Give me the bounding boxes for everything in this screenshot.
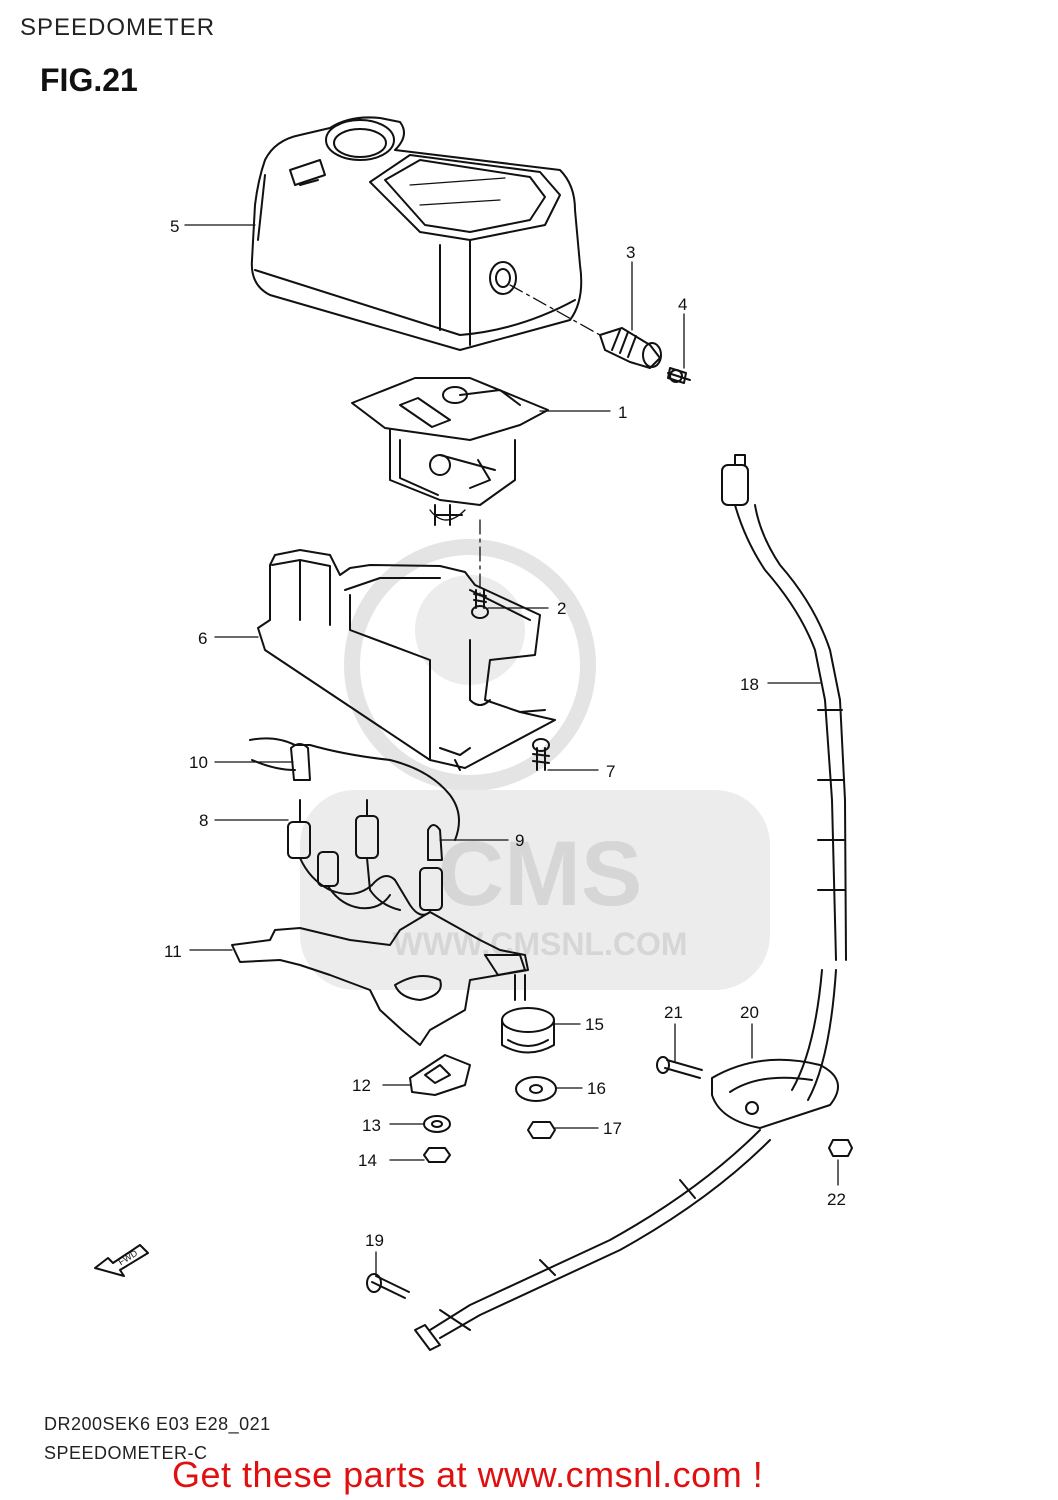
washer-part-16: [515, 1076, 557, 1102]
callout-2: 2: [557, 599, 566, 618]
callout-18: 18: [740, 675, 759, 694]
callout-22: 22: [827, 1190, 846, 1209]
screw-part-4: [667, 367, 691, 384]
callout-4: 4: [678, 295, 687, 314]
callout-10: 10: [189, 753, 208, 772]
fwd-arrow-icon: [94, 1244, 149, 1277]
speedometer-cable-part-18: [414, 454, 847, 1351]
bolt-part-21: [656, 1056, 703, 1079]
clamp-part-12: [409, 1054, 471, 1096]
callout-3: 3: [626, 243, 635, 262]
socket-harness-part-8: [287, 799, 443, 916]
washer-part-13: [423, 1115, 451, 1133]
callout-11: 11: [164, 942, 182, 961]
callout-7: 7: [606, 762, 615, 781]
callout-6: 6: [198, 629, 207, 648]
watermark-badge: [300, 790, 770, 990]
diagram-subtitle: SPEEDOMETER-C: [44, 1443, 208, 1463]
callout-19: 19: [365, 1231, 384, 1250]
callout-20: 20: [740, 1003, 759, 1022]
callout-9: 9: [515, 831, 524, 850]
callout-21: 21: [664, 1003, 683, 1022]
nut-part-14: [423, 1147, 451, 1163]
callout-14: 14: [358, 1151, 377, 1170]
bulb-part-9: [427, 824, 443, 861]
callout-5: 5: [170, 217, 179, 236]
trip-knob-part-3: [509, 284, 662, 369]
screw-part-7: [532, 738, 550, 771]
meter-case-part-5: [250, 116, 583, 351]
grommet-part-15: [501, 1007, 555, 1054]
callout-17: 17: [603, 1119, 622, 1138]
model-code: DR200SEK6 E03 E28_021: [44, 1414, 271, 1434]
bracket-part-11: [231, 911, 529, 1046]
callout-12: 12: [352, 1076, 371, 1095]
leader-lines: [184, 224, 839, 1275]
watermark-url: WWW.CMSNL.COM: [392, 926, 687, 962]
cable-clamp-part-20: [711, 1058, 839, 1129]
speedometer-unit-part-1: [351, 377, 549, 601]
watermark-mascot: [344, 539, 596, 791]
watermark: CMS WWW.CMSNL.COM: [300, 539, 770, 990]
shop-link[interactable]: Get these parts at www.cmsnl.com !: [172, 1454, 764, 1495]
nut-part-17: [527, 1121, 556, 1139]
callout-1: 1: [618, 403, 627, 422]
lower-case-part-6: [257, 549, 556, 771]
bolt-part-19: [366, 1273, 410, 1299]
callout-15: 15: [585, 1015, 604, 1034]
callout-8: 8: [199, 811, 208, 830]
watermark-brand: CMS: [438, 823, 642, 925]
section-title: SPEEDOMETER: [20, 14, 216, 41]
figure-label: FIG.21: [40, 62, 138, 98]
callout-13: 13: [362, 1116, 381, 1135]
callout-16: 16: [587, 1079, 606, 1098]
nut-part-22: [828, 1139, 853, 1157]
